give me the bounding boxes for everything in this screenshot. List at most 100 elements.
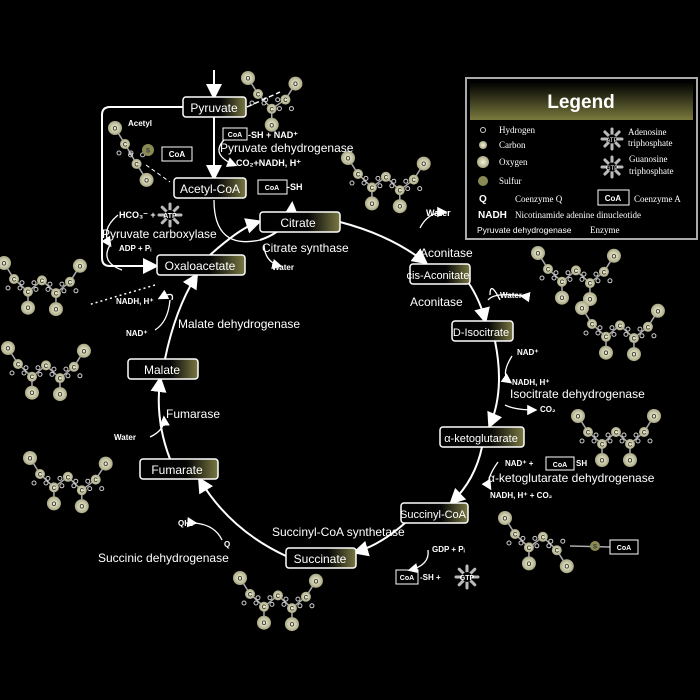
carbon-atom: C bbox=[543, 264, 553, 274]
svg-text:C: C bbox=[546, 268, 551, 274]
oxygen-atom: O bbox=[108, 121, 122, 135]
metabolite-label: Succinyl-CoA bbox=[400, 509, 467, 521]
oxygen-atom: O bbox=[623, 453, 637, 467]
oxygen-atom: O bbox=[72, 258, 87, 273]
legend-coa-symbol: CoA bbox=[605, 194, 622, 203]
carbon-atom: C bbox=[36, 275, 47, 286]
cofactor-label: Q bbox=[224, 540, 230, 549]
cofactor-label: Water bbox=[272, 263, 294, 272]
cofactor-label: QH₂ bbox=[178, 519, 194, 528]
carbon-atom: C bbox=[90, 474, 101, 485]
svg-text:C: C bbox=[560, 280, 565, 286]
svg-text:C: C bbox=[38, 473, 43, 479]
svg-text:O: O bbox=[54, 308, 59, 314]
carbon-atom: C bbox=[286, 603, 297, 614]
carbon-atom: C bbox=[280, 94, 291, 105]
atp-icon bbox=[600, 127, 624, 151]
svg-text:C: C bbox=[527, 546, 532, 552]
carbon-atom: C bbox=[611, 427, 621, 437]
coa-box bbox=[395, 569, 419, 585]
svg-text:C: C bbox=[614, 431, 619, 437]
metabolite-succinyl-coa: Succinyl-CoA bbox=[400, 502, 469, 524]
cofactor-label: NADH, H⁺ bbox=[116, 297, 154, 306]
svg-text:S: S bbox=[146, 149, 150, 155]
oxygen-atom: O bbox=[24, 385, 39, 400]
legend-gtp-name: Guanosine bbox=[629, 154, 668, 164]
cofactor-label: GDP + Pᵢ bbox=[432, 545, 465, 554]
metabolite-acetyl-coa: Acetyl-CoA bbox=[173, 177, 247, 199]
carbon-atom: C bbox=[587, 319, 597, 329]
svg-text:C: C bbox=[123, 143, 128, 149]
sulfur-atom: S bbox=[142, 144, 154, 156]
metabolite-fumarate: Fumarate bbox=[139, 458, 219, 480]
oxygen-atom: O bbox=[139, 172, 154, 187]
carbon-atom: C bbox=[40, 360, 51, 371]
coa-box bbox=[257, 179, 288, 195]
svg-text:C: C bbox=[304, 595, 309, 601]
svg-text:C: C bbox=[513, 533, 518, 539]
oxygen-atom: O bbox=[498, 511, 512, 525]
metabolite-malate: Malate bbox=[127, 358, 199, 380]
svg-text:C: C bbox=[134, 162, 139, 168]
svg-text:O: O bbox=[269, 123, 274, 129]
svg-text:O: O bbox=[113, 127, 118, 133]
svg-text:C: C bbox=[12, 278, 17, 284]
carbon-atom: C bbox=[642, 321, 653, 332]
acetyl-label: Acetyl bbox=[128, 119, 152, 128]
oxygen-atom: O bbox=[74, 499, 89, 514]
svg-text:C: C bbox=[590, 323, 595, 329]
oxygen-atom: O bbox=[571, 409, 585, 423]
carbon-atom: C bbox=[272, 590, 283, 601]
carbon-atom: C bbox=[48, 482, 59, 493]
svg-text:O: O bbox=[652, 415, 657, 421]
svg-text:C: C bbox=[16, 363, 21, 369]
cofactor-label: ADP + Pᵢ bbox=[119, 244, 151, 253]
svg-text:C: C bbox=[370, 186, 375, 192]
svg-text:C: C bbox=[574, 269, 579, 275]
svg-text:O: O bbox=[52, 502, 57, 508]
svg-text:C: C bbox=[270, 107, 275, 113]
svg-text:C: C bbox=[80, 489, 85, 495]
svg-text:O: O bbox=[503, 517, 508, 523]
coa-box bbox=[161, 146, 193, 162]
svg-text:C: C bbox=[44, 364, 49, 370]
svg-text:C: C bbox=[412, 178, 417, 184]
svg-text:C: C bbox=[604, 335, 609, 341]
legend-coa-name: Coenzyme A bbox=[634, 194, 681, 204]
carbon-atom: C bbox=[556, 276, 567, 287]
legend-nadh-symbol: NADH bbox=[478, 210, 507, 221]
carbon-atom: C bbox=[64, 276, 75, 287]
svg-text:O: O bbox=[421, 162, 426, 168]
oxygen-atom: O bbox=[264, 117, 279, 132]
cycle-arrows bbox=[87, 70, 538, 574]
carbon-atom: C bbox=[537, 531, 548, 542]
svg-text:O: O bbox=[576, 415, 581, 421]
svg-text:C: C bbox=[646, 325, 651, 331]
metabolite-cis-aconitate: cis-Aconitate bbox=[407, 263, 471, 285]
svg-text:O: O bbox=[79, 505, 84, 511]
oxygen-atom: O bbox=[0, 256, 11, 270]
cofactor-label: -SH bbox=[287, 182, 303, 192]
metabolite-oxaloacetate: Oxaloacetate bbox=[156, 254, 246, 276]
oxygen-atom: O bbox=[416, 156, 431, 171]
carbon-atom: C bbox=[628, 333, 639, 344]
svg-text:O: O bbox=[314, 579, 319, 585]
carbon-atom: C bbox=[598, 266, 609, 277]
carbon-atom: C bbox=[583, 427, 593, 437]
cofactor-label: HCO₃⁻ + bbox=[119, 210, 156, 220]
svg-text:O: O bbox=[600, 459, 605, 465]
svg-text:O: O bbox=[103, 462, 108, 468]
svg-text:O: O bbox=[82, 349, 87, 355]
coa-box bbox=[545, 456, 575, 471]
legend-title: Legend bbox=[547, 92, 615, 113]
carbon-atom: C bbox=[639, 427, 649, 437]
gtp-icon: GTP bbox=[454, 564, 480, 590]
svg-text:O: O bbox=[26, 306, 31, 312]
legend-atp-abbr: ATP bbox=[606, 138, 617, 144]
coa-box bbox=[609, 539, 639, 555]
carbon-atom: C bbox=[266, 103, 277, 114]
oxygen-atom: O bbox=[606, 248, 621, 263]
svg-text:O: O bbox=[656, 309, 661, 315]
oxygen-atom: O bbox=[1, 341, 15, 355]
